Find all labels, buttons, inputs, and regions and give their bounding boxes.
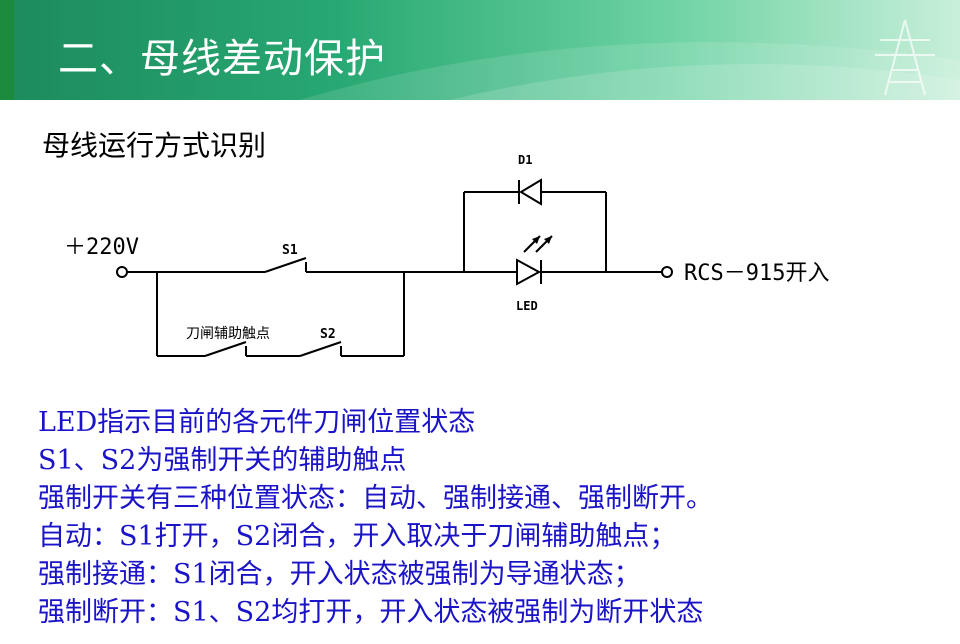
slide-header: 二、母线差动保护 xyxy=(0,0,960,100)
s2-label: S2 xyxy=(320,327,336,342)
circuit-diagram: ＋220V S1 刀闸辅助触点 S2 D1 LED RCS－915开入 xyxy=(64,153,829,357)
text-line: 强制断开：S1、S2均打开，开入状态被强制为断开状态 xyxy=(38,597,704,628)
d1-diode-symbol xyxy=(519,178,542,206)
supply-label: ＋220V xyxy=(64,235,139,260)
section-subtitle: 母线运行方式识别 xyxy=(42,129,267,162)
led-arrowheads xyxy=(532,236,552,244)
power-tower-icon xyxy=(875,19,935,96)
s1-switch-blade xyxy=(264,257,307,273)
text-line: 强制接通：S1闭合，开入状态被强制为导通状态； xyxy=(38,559,641,590)
supply-terminal xyxy=(116,266,128,278)
text-line: 自动：S1打开，S2闭合，开入取决于刀闸辅助触点； xyxy=(38,521,677,552)
aux-contact-label: 刀闸辅助触点 xyxy=(186,326,270,342)
output-terminal xyxy=(661,266,673,278)
header-decoration xyxy=(300,19,960,100)
output-label: RCS－915开入 xyxy=(684,261,829,286)
s2-switch-blade xyxy=(299,341,342,357)
led-label: LED xyxy=(516,299,538,313)
text-line: S1、S2为强制开关的辅助触点 xyxy=(38,445,407,476)
page-title: 二、母线差动保护 xyxy=(58,36,386,82)
s1-label: S1 xyxy=(282,243,298,258)
aux-contact-blade xyxy=(204,341,247,357)
header-accent-bar xyxy=(0,0,14,100)
text-line: LED指示目前的各元件刀闸位置状态 xyxy=(38,407,476,438)
d1-label: D1 xyxy=(518,153,532,167)
led-diode-symbol xyxy=(516,258,542,286)
text-line: 强制开关有三种位置状态：自动、强制接通、强制断开。 xyxy=(38,483,713,514)
explanation-text: LED指示目前的各元件刀闸位置状态 S1、S2为强制开关的辅助触点 强制开关有三… xyxy=(38,404,938,632)
